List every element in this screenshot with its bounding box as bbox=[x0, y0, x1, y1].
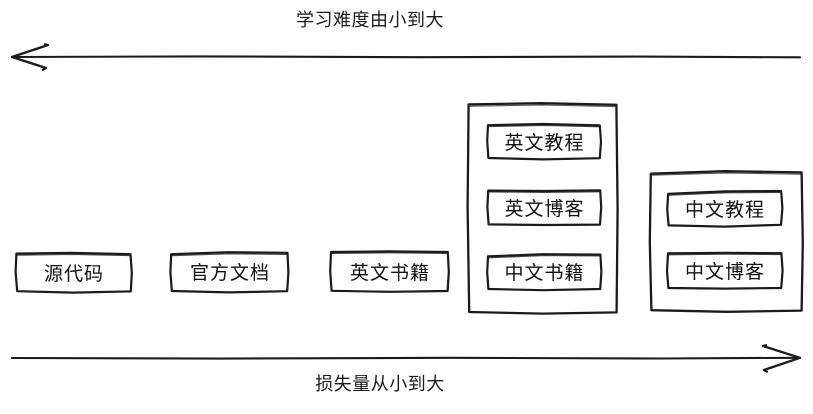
node-chinese-tutorials[interactable]: 中文教程 bbox=[666, 189, 784, 228]
rough-rect-outline bbox=[329, 250, 450, 293]
top-axis-label: 学习难度由小到大 bbox=[296, 10, 444, 31]
node-chinese-books[interactable]: 中文书籍 bbox=[486, 253, 603, 292]
node-chinese-blogs[interactable]: 中文博客 bbox=[665, 251, 784, 290]
rough-rect-outline bbox=[486, 189, 603, 227]
node-english-tutorials[interactable]: 英文教程 bbox=[486, 122, 603, 161]
node-label: 英文博客 bbox=[504, 197, 585, 220]
node-label: 官方文档 bbox=[189, 262, 270, 284]
node-english-books[interactable]: 英文书籍 bbox=[329, 250, 450, 293]
node-label: 英文教程 bbox=[504, 131, 585, 154]
node-label: 中文博客 bbox=[684, 260, 765, 283]
node-label: 中文书籍 bbox=[504, 262, 585, 284]
node-label: 英文书籍 bbox=[349, 261, 430, 284]
rough-rect-outline bbox=[14, 251, 133, 294]
node-source-code[interactable]: 源代码 bbox=[14, 251, 133, 294]
rough-rect-outline bbox=[486, 122, 603, 161]
rough-rect-outline bbox=[666, 189, 784, 228]
bottom-axis-label: 损失量从小到大 bbox=[315, 374, 445, 395]
top-arrow-icon bbox=[10, 43, 802, 71]
node-label: 中文教程 bbox=[684, 198, 765, 221]
rough-rect-outline bbox=[486, 253, 603, 292]
rough-rect-outline bbox=[169, 251, 290, 294]
bottom-arrow-icon bbox=[10, 344, 802, 373]
node-english-blogs[interactable]: 英文博客 bbox=[486, 189, 603, 227]
node-official-docs[interactable]: 官方文档 bbox=[169, 251, 290, 294]
rough-rect-outline bbox=[665, 251, 784, 290]
node-label: 源代码 bbox=[43, 262, 104, 285]
